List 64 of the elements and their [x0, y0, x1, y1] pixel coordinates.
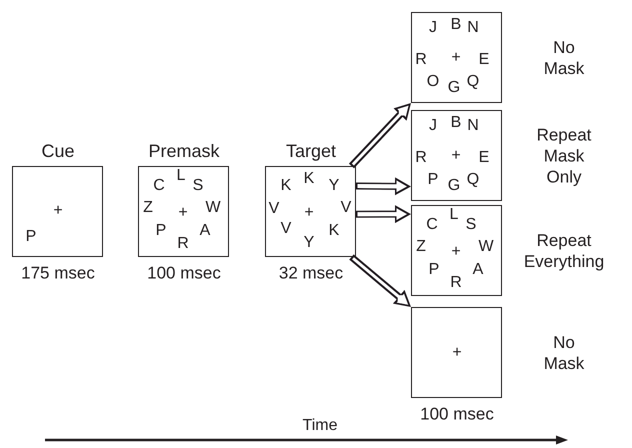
stimulus-letter: Z — [416, 239, 426, 255]
stimulus-letter: O — [426, 74, 440, 90]
stimulus-letter: N — [467, 118, 479, 134]
frame-title: Target — [286, 141, 336, 161]
stimulus-letter: K — [280, 178, 292, 194]
stimulus-letter: Y — [304, 235, 314, 251]
fixation-cross: + — [178, 205, 188, 221]
block-arrow — [356, 177, 411, 196]
stimulus-letter: N — [467, 20, 479, 36]
stimulus-letter: V — [340, 200, 352, 216]
stimulus-letter: G — [448, 80, 460, 96]
stimulus-letter: P — [156, 223, 166, 239]
duration-label: 100 msec — [147, 262, 221, 284]
stimulus-letter: J — [429, 118, 437, 134]
duration-label: 100 msec — [420, 404, 494, 424]
frame-title: Cue — [41, 141, 75, 161]
duration-label: 175 msec — [21, 262, 95, 284]
stimulus-letter: A — [200, 223, 210, 239]
stimulus-letter: L — [176, 168, 186, 184]
fixation-cross: + — [451, 244, 461, 260]
fixation-cross: + — [452, 345, 462, 361]
stimulus-letter: A — [472, 262, 484, 278]
stimulus-letter: B — [450, 17, 462, 33]
stimulus-letter: K — [328, 223, 340, 239]
stimulus-letter: E — [478, 52, 490, 68]
block-arrow — [349, 254, 411, 307]
fixation-cross: + — [53, 203, 63, 219]
stimulus-letter: R — [450, 275, 462, 291]
stimulus-letter: R — [177, 236, 189, 252]
stimulus-letter: R — [415, 52, 427, 68]
stimulus-letter: Q — [466, 172, 480, 188]
stimulus-letter: L — [450, 207, 458, 223]
duration-label: 32 msec — [278, 262, 344, 284]
stimulus-letter: S — [466, 217, 476, 233]
stimulus-letter: W — [478, 239, 494, 255]
fixation-cross: + — [451, 50, 461, 66]
condition-label: No Mask — [542, 37, 586, 79]
stimulus-letter: J — [429, 20, 437, 36]
condition-label: Repeat Mask Only — [536, 124, 592, 188]
stimulus-letter: B — [450, 115, 462, 131]
stimulus-letter: W — [205, 200, 221, 216]
stimulus-letter: P — [428, 172, 438, 188]
condition-label: No Mask — [542, 332, 586, 374]
stimulus-letter: C — [153, 178, 165, 194]
stimulus-letter: S — [192, 178, 204, 194]
fixation-cross: + — [304, 205, 314, 221]
stimulus-letter: P — [428, 262, 440, 278]
condition-label: Repeat Everything — [522, 230, 606, 272]
axis-label: Time — [302, 417, 338, 435]
stimulus-letter: G — [448, 178, 460, 194]
stimulus-letter: E — [478, 150, 490, 166]
frame-title: Premask — [148, 141, 220, 161]
stimulus-letter: Q — [466, 74, 480, 90]
stimulus-letter: P — [26, 229, 36, 245]
stimulus-letter: V — [268, 201, 280, 217]
stimulus-letter: Y — [328, 178, 340, 194]
stimulus-letter: K — [304, 171, 314, 187]
block-arrow — [348, 103, 411, 168]
block-arrow — [356, 205, 411, 224]
fixation-cross: + — [451, 148, 461, 164]
stimulus-letter: Z — [143, 200, 153, 216]
stimulus-letter: C — [426, 217, 438, 233]
stimulus-letter: V — [280, 221, 292, 237]
stimulus-letter: R — [415, 150, 427, 166]
